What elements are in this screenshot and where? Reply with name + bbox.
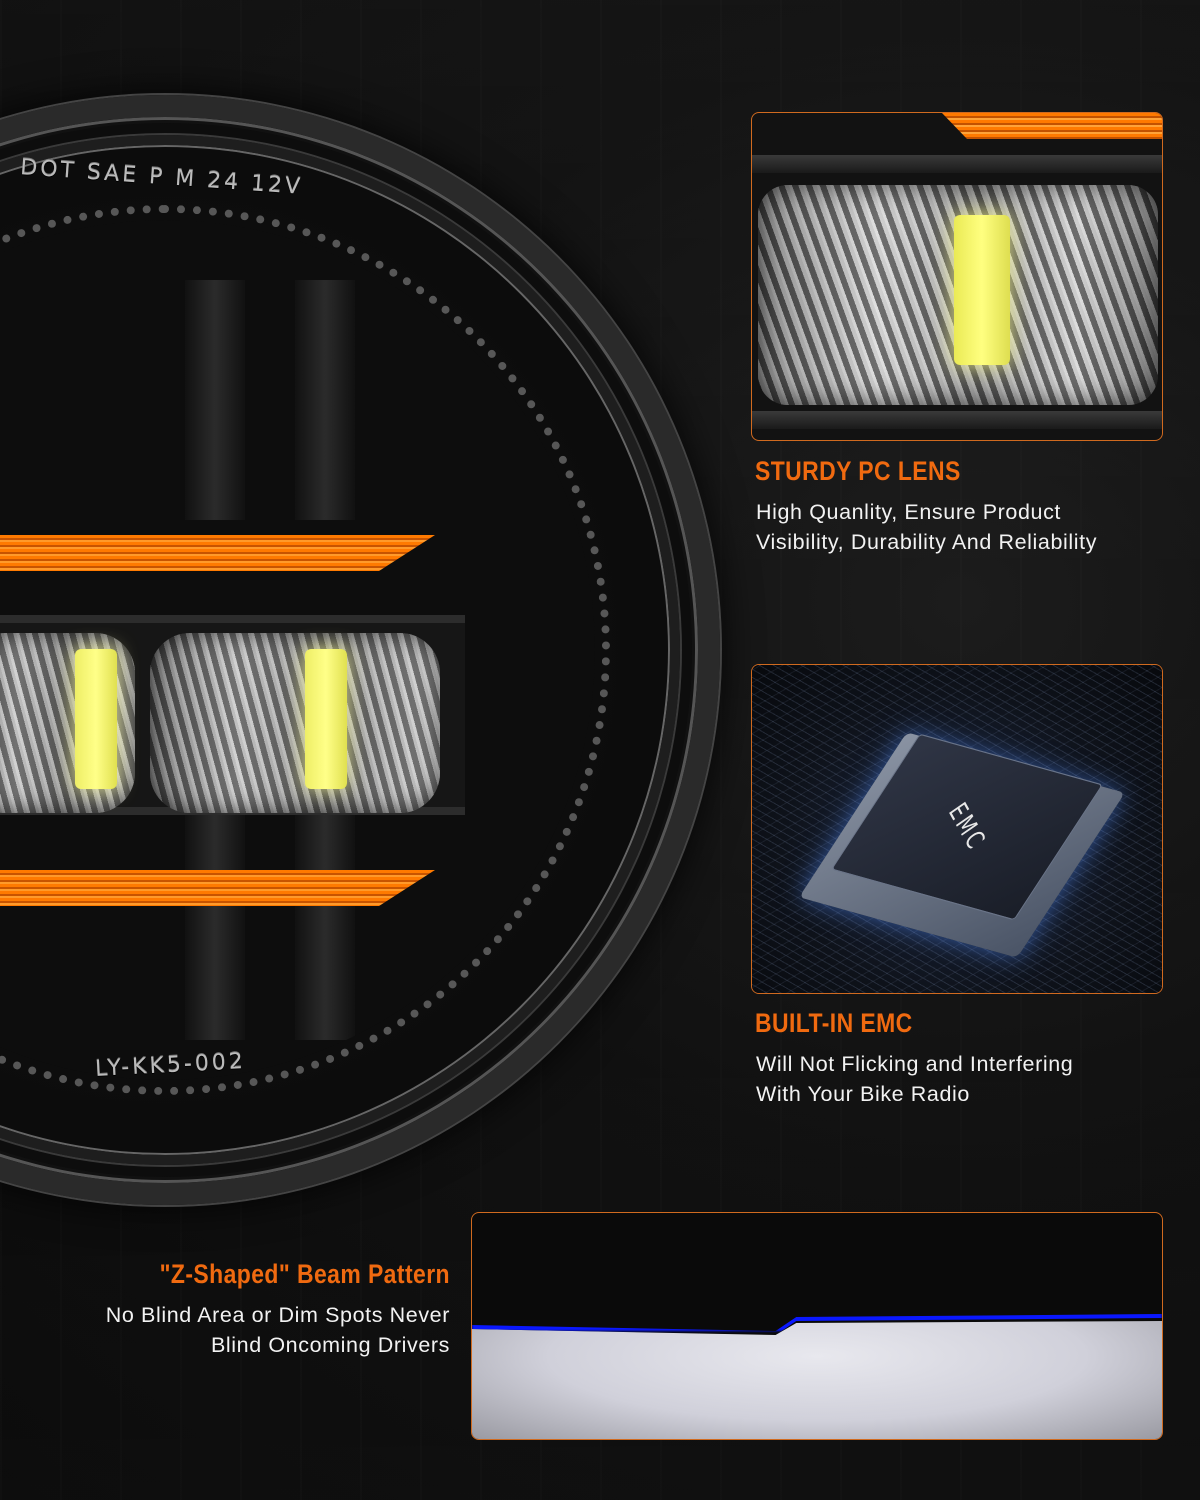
pc-lens-closeup <box>758 185 1158 405</box>
pc-lens-image-panel <box>751 112 1163 441</box>
amber-drl-bar-top <box>0 535 435 571</box>
projector-lens-right <box>150 633 440 813</box>
feature-title-pc-lens: STURDY PC LENS <box>755 456 961 486</box>
amber-drl-strip <box>942 113 1162 139</box>
desc-line: Visibility, Durability And Reliability <box>756 530 1098 554</box>
emc-image-panel: EMC <box>751 664 1163 994</box>
led-chip <box>75 649 117 789</box>
cooling-fin <box>295 800 355 1040</box>
led-chip <box>305 649 347 789</box>
cooling-fin <box>185 280 245 520</box>
desc-line: Will Not Flicking and Interfering <box>756 1052 1074 1076</box>
lens-frame-top <box>752 155 1162 173</box>
feature-title-beam: "Z-Shaped" Beam Pattern <box>159 1259 450 1289</box>
feature-desc-beam: No Blind Area or Dim Spots Never Blind O… <box>40 1300 450 1360</box>
feature-desc-pc-lens: High Quanlity, Ensure Product Visibility… <box>756 497 1097 557</box>
desc-line: Blind Oncoming Drivers <box>210 1333 450 1357</box>
chip-label: EMC <box>942 797 992 857</box>
desc-line: No Blind Area or Dim Spots Never <box>105 1303 450 1327</box>
headlight-face <box>0 220 595 1080</box>
feature-title-emc: BUILT-IN EMC <box>755 1008 913 1038</box>
cooling-fin <box>295 280 355 520</box>
desc-line: High Quanlity, Ensure Product <box>756 500 1062 524</box>
desc-line: With Your Bike Radio <box>756 1082 970 1106</box>
amber-drl-bar-bottom <box>0 870 435 906</box>
cooling-fin <box>185 800 245 1040</box>
beam-light-area <box>472 1321 1162 1439</box>
feature-desc-emc: Will Not Flicking and Interfering With Y… <box>756 1049 1073 1109</box>
projector-lens-left <box>0 633 135 813</box>
lens-frame-bottom <box>752 411 1162 429</box>
led-chip <box>954 215 1010 365</box>
lens-row <box>0 615 465 815</box>
beam-pattern-image-panel <box>471 1212 1163 1440</box>
